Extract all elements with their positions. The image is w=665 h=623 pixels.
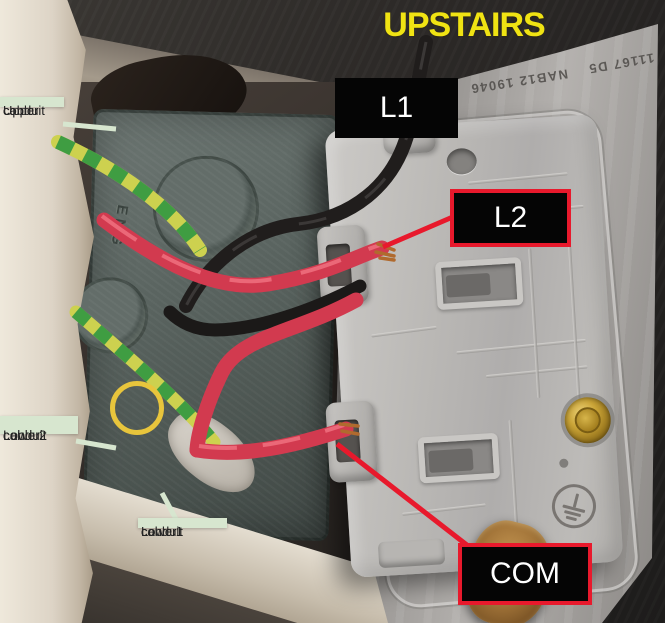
cable-label-line: conduit <box>3 428 47 443</box>
cable-label-line: cable <box>3 103 35 118</box>
molded-rib <box>402 503 486 516</box>
molded-rib <box>508 419 519 530</box>
cable-label-upper-conduit: Upper conduit cable <box>0 97 64 118</box>
terminal-slot <box>334 419 361 463</box>
cable-label-line: Lower <box>141 524 177 539</box>
molded-rib <box>456 338 586 355</box>
terminal-l2-block <box>316 224 370 306</box>
body-foot <box>377 538 446 569</box>
switch-body <box>316 112 624 578</box>
terminal-label-l1: L1 <box>335 78 458 138</box>
terminal-com-block <box>325 400 379 484</box>
earth-symbol-icon <box>547 479 601 534</box>
cable-entry-highlight-circle <box>110 381 164 435</box>
cable-label-line: Lower <box>3 428 40 443</box>
cable-label-line: cable 2 <box>3 428 47 443</box>
terminal-label-l2: L2 <box>450 189 571 247</box>
page-title: UPSTAIRS <box>383 6 545 44</box>
cable-label-lower-conduit-1: Lower conduit cable 1 <box>138 518 227 539</box>
brass-terminal-screw <box>563 395 613 445</box>
clip-bar <box>445 272 491 298</box>
fixing-dot <box>559 458 569 469</box>
terminal-label-com: COM <box>458 543 592 605</box>
molded-rib <box>567 235 582 416</box>
screw-head <box>573 406 602 434</box>
retaining-clip-window-2 <box>417 432 501 484</box>
molded-rib <box>467 172 568 185</box>
switch-top-hole <box>445 147 478 176</box>
terminal-slot <box>325 243 353 287</box>
molded-rib <box>371 325 437 338</box>
cable-label-line: Upper <box>3 103 39 118</box>
molded-rib <box>528 248 541 399</box>
cable-label-line: conduit <box>141 524 183 539</box>
retaining-clip-window-1 <box>434 256 524 311</box>
cable-label-line: conduit <box>3 103 45 118</box>
cable-label-lower-conduit-2: Lower conduit cable 2 <box>0 416 78 443</box>
cable-label-line: cable 1 <box>141 524 183 539</box>
clip-bar <box>428 448 474 473</box>
